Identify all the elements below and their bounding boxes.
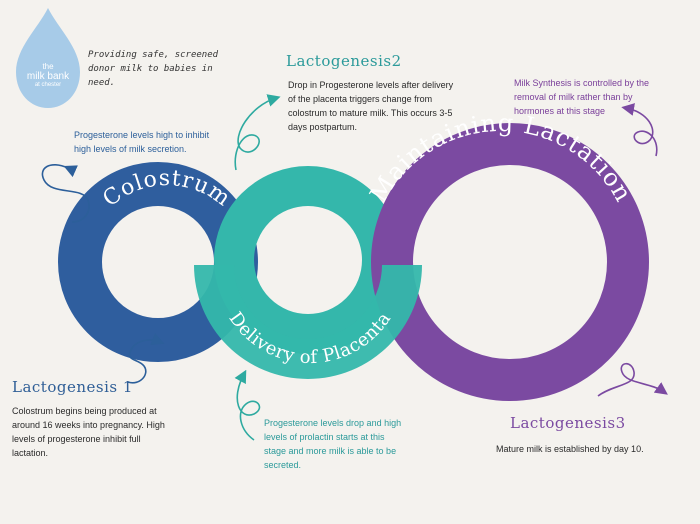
colostrum-note-line1: Progesterone levels high to inhibit: [74, 130, 210, 140]
arrow-colostrum-top-icon: [41, 164, 90, 223]
milk-drop-logo-icon: [16, 8, 80, 108]
logo-text: the milk bank at chester: [16, 62, 80, 89]
logo-line1: the: [42, 62, 54, 71]
placenta-note: Progesterone levels drop and high levels…: [264, 416, 454, 472]
synthesis-line1: Milk Synthesis is controlled by the: [514, 78, 650, 88]
lacto2-text: Drop in Progesterone levels after delive…: [288, 78, 498, 134]
lacto1-line2: around 16 weeks into pregnancy. High: [12, 420, 165, 430]
colostrum-note-line2: high levels of milk secretion.: [74, 144, 187, 154]
tagline-line2: donor milk to babies in need.: [88, 64, 213, 88]
synthesis-line3: hormones at this stage: [514, 106, 606, 116]
lacto2-line3: colostrum to mature milk. This occurs 3-…: [288, 108, 453, 118]
lacto2-line1: Drop in Progesterone levels after delive…: [288, 80, 454, 90]
lacto1-line1: Colostrum begins being produced at: [12, 406, 157, 416]
placenta-line3: stage and more milk is able to be: [264, 446, 397, 456]
lacto2-line4: days postpartum.: [288, 122, 358, 132]
logo-line2: milk bank: [26, 71, 70, 82]
maintaining-ring: [371, 123, 649, 401]
arrow-lacto3-icon: [597, 362, 668, 397]
lacto1-line3: levels of progesterone inhibit full: [12, 434, 141, 444]
placenta-line1: Progesterone levels drop and high: [264, 418, 402, 428]
placenta-line4: secreted.: [264, 460, 302, 470]
lacto3-text: Mature milk is established by day 10.: [496, 444, 644, 454]
arrow-lacto1-icon: [127, 333, 165, 384]
tagline-line1: Providing safe, screened: [88, 50, 219, 60]
lacto1-heading: Lactogenesis 1: [12, 378, 133, 396]
arrow-lacto2-icon: [234, 94, 281, 171]
arrow-synthesis-icon: [621, 103, 658, 157]
lacto1-line4: lactation.: [12, 448, 49, 458]
synthesis-line2: removal of milk rather than by: [514, 92, 633, 102]
placenta-band: [194, 265, 422, 379]
lacto2-line2: of the placenta triggers change from: [288, 94, 433, 104]
arrow-placenta-icon: [234, 369, 261, 441]
lacto1-text: Colostrum begins being produced at aroun…: [12, 404, 212, 460]
colostrum-note: Progesterone levels high to inhibit high…: [74, 128, 274, 156]
lacto2-heading: Lactogenesis2: [286, 52, 402, 70]
synthesis-note: Milk Synthesis is controlled by the remo…: [514, 76, 694, 118]
tagline: Providing safe, screened donor milk to b…: [88, 48, 238, 90]
lacto3-heading: Lactogenesis3: [510, 414, 626, 432]
logo-line3: at chester: [34, 82, 62, 88]
placenta-line2: levels of prolactin starts at this: [264, 432, 385, 442]
